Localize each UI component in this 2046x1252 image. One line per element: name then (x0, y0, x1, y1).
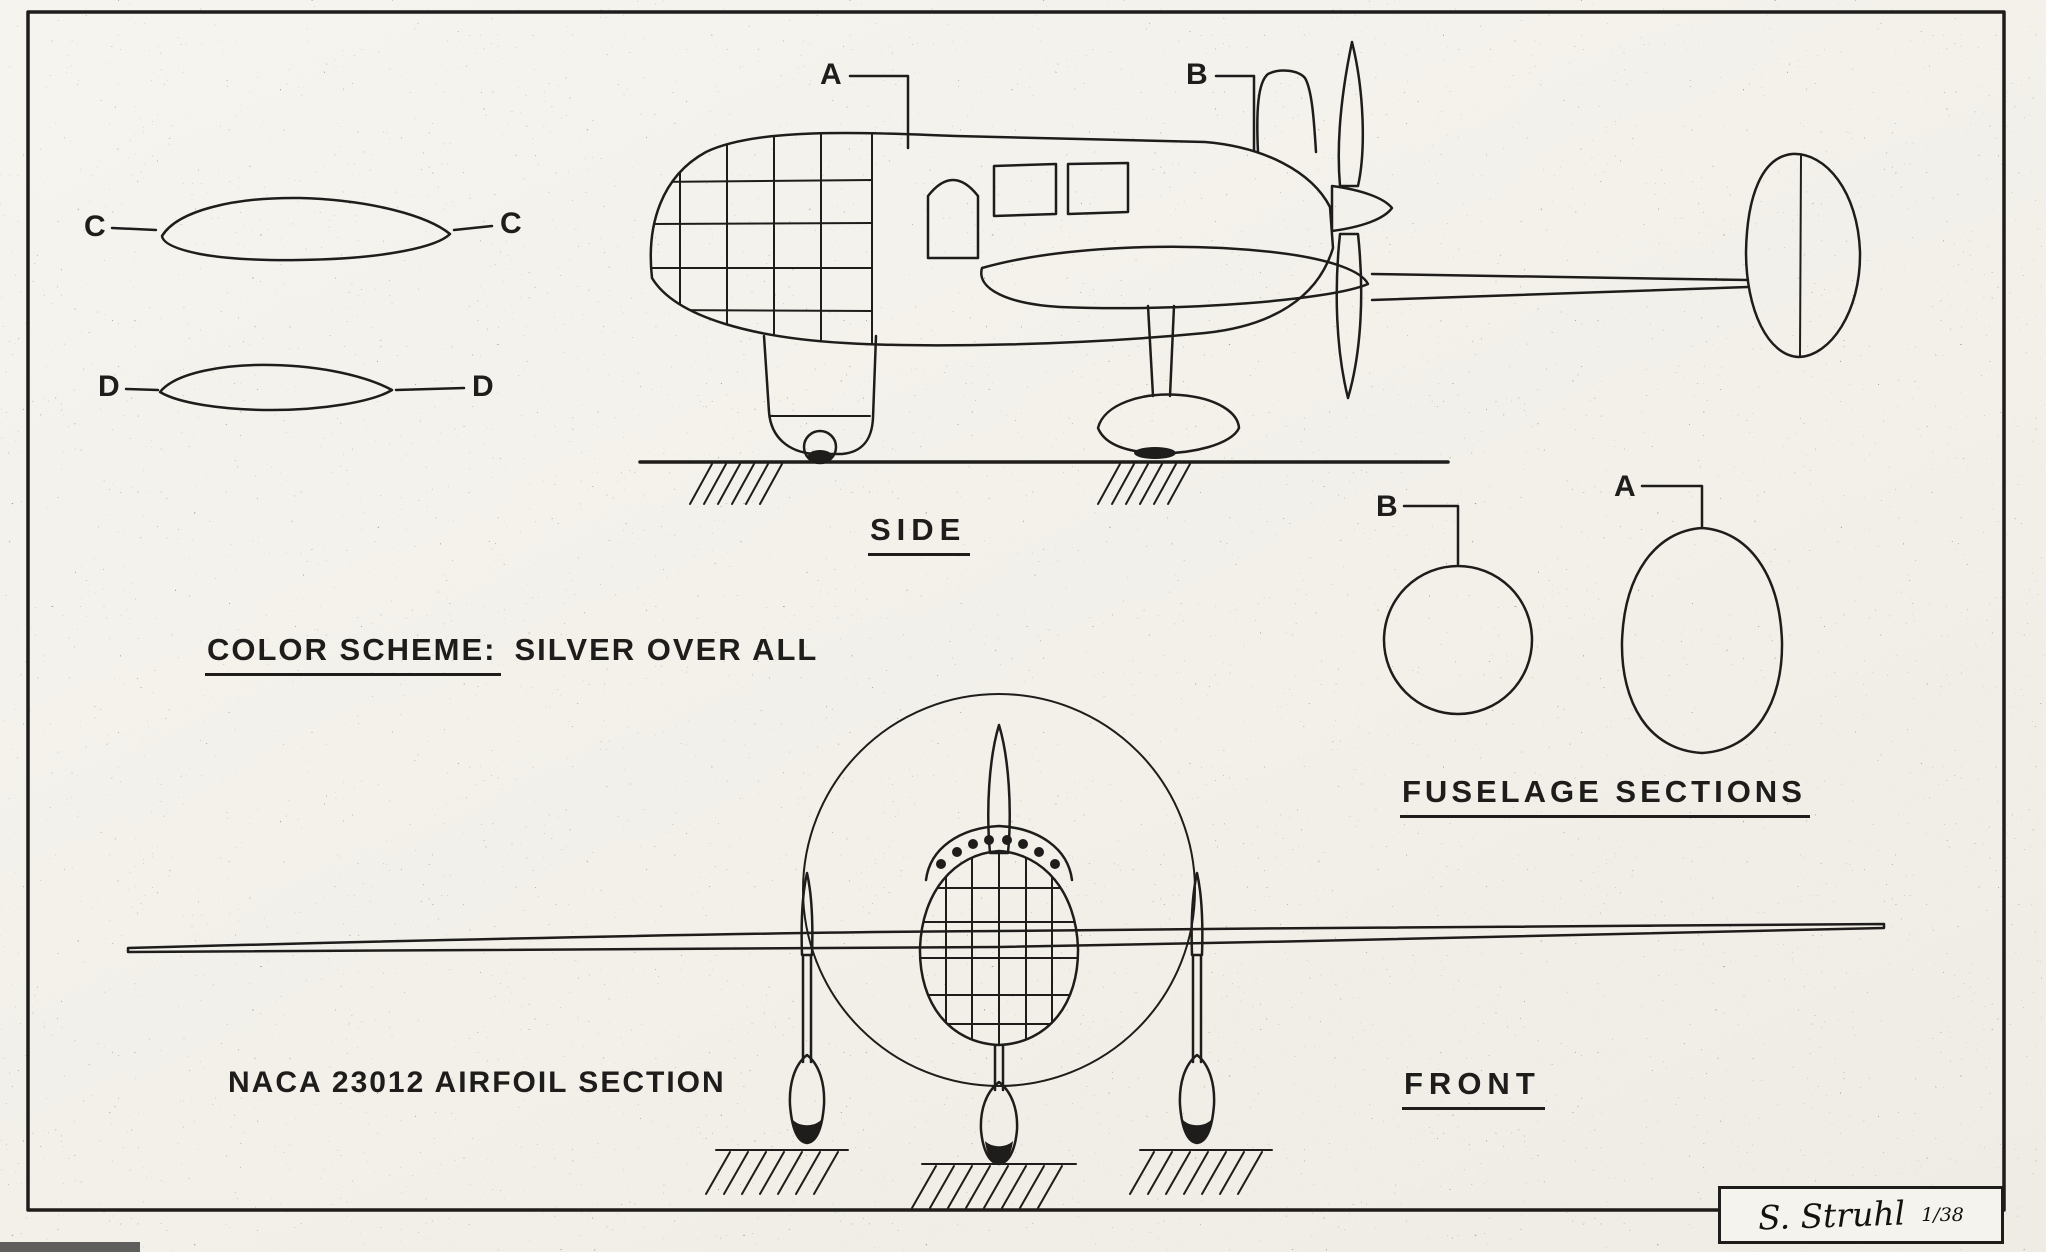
marker-b-leader-section (1402, 504, 1460, 566)
side-view-caption: SIDE (868, 512, 971, 556)
side-view (638, 40, 1862, 505)
airfoil-d-shape (158, 363, 394, 412)
scan-edge-artifact (0, 1242, 140, 1252)
airfoil-c-shape (160, 196, 452, 262)
front-view-caption-text: FRONT (1402, 1066, 1545, 1110)
cockpit-window-front (992, 162, 1058, 218)
main-wheel-contact (1134, 447, 1176, 459)
marker-a-leader-section (1640, 484, 1704, 528)
tail-fin-center-line (1799, 155, 1802, 357)
front-view (126, 693, 1886, 1209)
color-scheme-label: COLOR SCHEME: (205, 632, 501, 676)
airfoil-c-left-leader (110, 226, 158, 232)
airfoil-section-c (110, 196, 494, 262)
fuselage-sections-detail (1382, 484, 1784, 755)
wing-side-profile (980, 245, 1370, 310)
airfoil-d-right-label: D (472, 370, 497, 403)
ground-hatching-side-left (689, 463, 783, 505)
fuselage-sections-caption-text: FUSELAGE SECTIONS (1400, 774, 1810, 818)
arched-window (926, 178, 980, 260)
propeller-lower-blade (1335, 232, 1363, 400)
airfoil-note: NACA 23012 AIRFOIL SECTION (228, 1066, 726, 1099)
ground-hatching-front-right (1129, 1149, 1273, 1195)
airfoil-c-right-leader (452, 224, 494, 232)
signature-box: S. Struhl 1/38 (1718, 1186, 2004, 1244)
front-view-caption: FRONT (1402, 1066, 1545, 1110)
marker-a-leader-side (848, 74, 910, 150)
engine-cowl-arc (924, 824, 1074, 882)
side-view-marker-b: B (1186, 58, 1211, 91)
marker-b-leader-side (1214, 74, 1256, 152)
side-view-marker-a: A (820, 58, 845, 91)
nose-wheel-contact (808, 450, 832, 462)
signature-name: S. Struhl (1757, 1192, 1906, 1238)
fuselage-section-b-shape (1382, 564, 1534, 716)
tail-boom-lower-line (1370, 285, 1750, 302)
side-view-caption-text: SIDE (868, 512, 971, 556)
fuselage-outline (649, 131, 1335, 347)
wing-front-span (126, 922, 1886, 954)
propeller-spinner (1330, 184, 1394, 233)
airfoil-section-d (124, 363, 466, 412)
signature-date: 1/38 (1921, 1204, 1964, 1226)
fuselage-section-marker-b: B (1376, 490, 1401, 523)
ground-hatching-front-left (705, 1149, 849, 1195)
main-gear-strut-front (1146, 304, 1155, 398)
right-gear-front (1178, 871, 1216, 1145)
airfoil-d-left-label: D (98, 370, 123, 403)
dorsal-fin-pylon (1256, 69, 1318, 154)
airfoil-c-left-label: C (84, 210, 109, 243)
cockpit-window-rear (1066, 161, 1130, 216)
tail-fin (1744, 152, 1862, 359)
ground-hatching-side-right (1097, 463, 1191, 505)
main-gear-strut-rear (1168, 304, 1176, 398)
color-scheme-line: COLOR SCHEME: SILVER OVER ALL (205, 632, 818, 676)
main-wheel-spat (1096, 393, 1241, 455)
airfoil-d-left-leader (124, 387, 160, 392)
propeller-upper-blade (1337, 40, 1365, 188)
color-scheme-value: SILVER OVER ALL (514, 632, 819, 667)
drawing-frame-border (26, 10, 2006, 1212)
airfoil-d-right-leader (394, 386, 466, 392)
tail-boom-upper-line (1370, 272, 1750, 282)
fuselage-sections-caption: FUSELAGE SECTIONS (1400, 774, 1810, 818)
canopy-frame-grid (919, 851, 1079, 1045)
fuselage-section-marker-a: A (1614, 470, 1639, 503)
fuselage-section-a-shape (1620, 526, 1784, 755)
engine-cylinder-dots (936, 835, 1060, 869)
left-gear-front (788, 871, 826, 1145)
ground-hatching-front-center (911, 1163, 1077, 1209)
airfoil-c-right-label: C (500, 207, 525, 240)
